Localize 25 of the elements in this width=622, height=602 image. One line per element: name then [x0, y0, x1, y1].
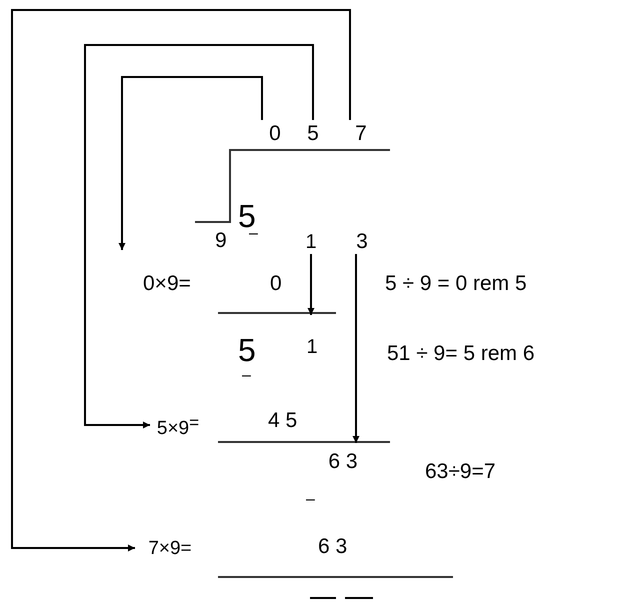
arrow — [118, 76, 263, 250]
digit-text: 1 — [303, 315, 321, 361]
digit-text: 5×9$^{=}$ — [150, 408, 206, 438]
math-text: – — [242, 368, 251, 384]
math-text: 0×9= — [143, 273, 191, 294]
digit-text: 3 — [350, 228, 374, 254]
math-text: 63÷9=7 — [425, 461, 496, 482]
math-text: 6 3 — [318, 536, 348, 557]
math-text: 5 — [238, 334, 256, 366]
math-text: – — [306, 492, 315, 508]
math-text: 51 ÷ 9= 5 rem 6 — [387, 343, 535, 364]
digit-text: 7 — [345, 120, 377, 146]
arrow — [11, 9, 351, 552]
digit-text: 1 — [302, 228, 320, 254]
digit-text: 6 3 — [318, 443, 368, 473]
arrow — [308, 254, 314, 315]
digit-text: 7×9= — [135, 534, 205, 562]
digit-text: 0 — [258, 120, 292, 146]
digit-text: 5 — [301, 120, 325, 146]
arrow — [84, 44, 314, 428]
math-text: 0 — [270, 273, 282, 294]
math-text: 9 — [215, 230, 227, 251]
math-text: 5 ÷ 9 = 0 rem 5 — [385, 273, 527, 294]
math-text: 4 5 — [268, 410, 298, 431]
arrow — [352, 254, 360, 443]
